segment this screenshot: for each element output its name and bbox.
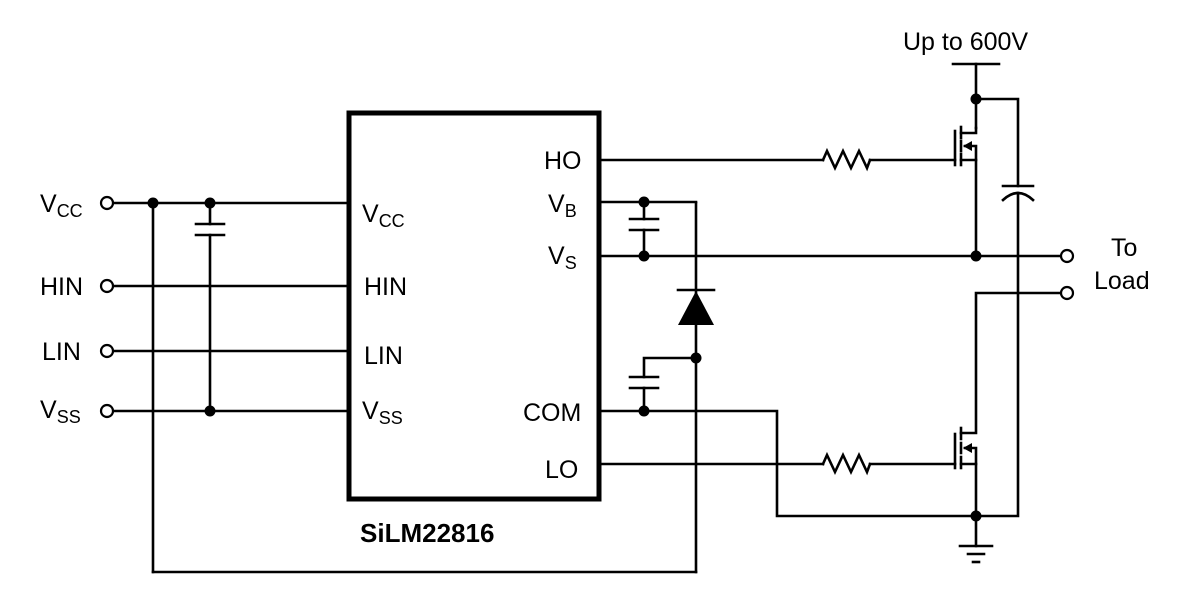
chip-pin-vcc: VCC xyxy=(362,200,405,231)
junction-dot xyxy=(147,197,159,209)
ho-wire xyxy=(597,147,957,172)
terminal-load-low xyxy=(1059,285,1075,301)
lo-wire xyxy=(597,451,957,476)
bulk-capacitor xyxy=(974,97,1035,518)
bootstrap-diode xyxy=(676,288,716,325)
junction-dot xyxy=(204,197,216,209)
ground-icon xyxy=(958,544,994,564)
junction-dot xyxy=(204,405,216,417)
input-wires xyxy=(111,201,698,574)
chip-pin-vb: VB xyxy=(548,190,577,221)
terminal-vss xyxy=(99,403,115,419)
input-label-vss: VSS xyxy=(40,396,81,427)
supply-label: Up to 600V xyxy=(903,28,1028,56)
terminal-load-high xyxy=(1059,248,1075,264)
terminal-vcc xyxy=(99,195,115,211)
bootstrap-capacitor xyxy=(597,200,698,258)
input-label-lin: LIN xyxy=(42,338,81,366)
input-label-hin: HIN xyxy=(40,273,83,301)
chip-pin-ho: HO xyxy=(544,147,582,175)
vcc-decoupling-capacitor xyxy=(194,201,226,413)
chip-name: SiLM22816 xyxy=(360,518,494,548)
com-capacitor xyxy=(628,356,698,413)
chip-pin-vs: VS xyxy=(548,242,577,273)
output-label-load: Load xyxy=(1094,267,1150,295)
terminal-lin xyxy=(99,343,115,359)
output-label-to: To xyxy=(1111,234,1137,262)
terminal-hin xyxy=(99,278,115,294)
chip-pin-hin: HIN xyxy=(364,273,407,301)
junction-dot xyxy=(970,510,982,522)
junction-dot xyxy=(638,196,650,208)
chip-pin-lin: LIN xyxy=(364,342,403,370)
low-side-mosfet xyxy=(953,291,1063,548)
chip-pin-com: COM xyxy=(523,399,581,427)
high-side-gate-resistor xyxy=(821,147,872,172)
high-side-mosfet xyxy=(953,125,978,258)
chip-pin-vss: VSS xyxy=(362,397,403,428)
input-label-vcc: VCC xyxy=(40,190,83,221)
chip-body xyxy=(346,110,602,502)
chip-pin-lo: LO xyxy=(545,456,578,484)
low-side-gate-resistor xyxy=(821,451,872,476)
